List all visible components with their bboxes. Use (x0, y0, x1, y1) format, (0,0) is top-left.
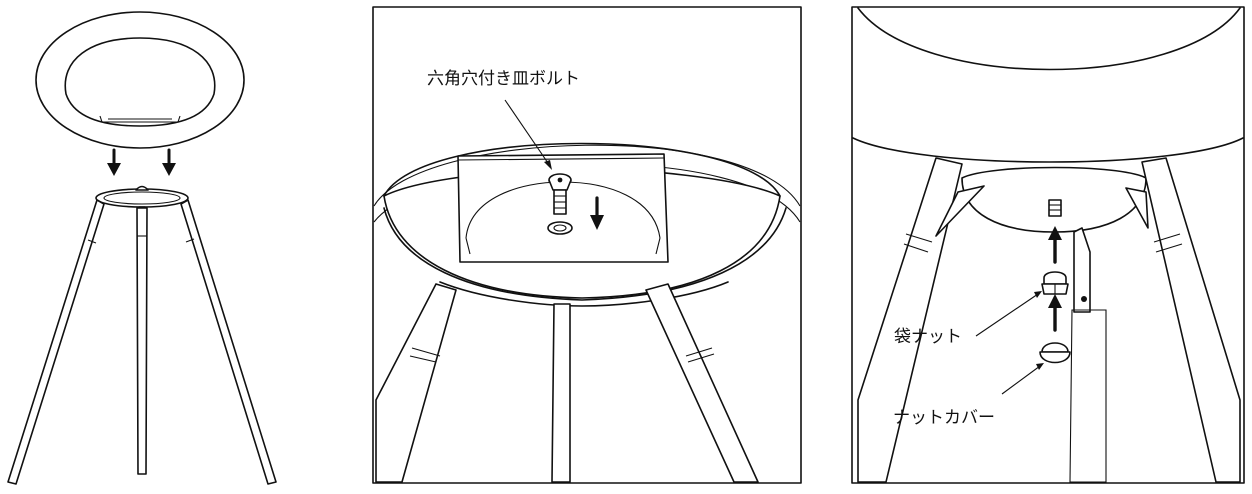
nut-cover-leader (1001, 365, 1041, 395)
label-nut-cover: ナットカバー (893, 408, 995, 428)
tripod-leg-left (7, 199, 105, 485)
panel3-leg-right (1125, 157, 1241, 483)
panel-frame-2 (851, 6, 1245, 484)
bolt-hole (547, 221, 573, 235)
down-arrow-left (107, 148, 121, 176)
label-countersunk-bolt: 六角穴付き皿ボルト (427, 69, 580, 89)
tripod-leg-right (180, 199, 277, 485)
down-arrow-right (162, 148, 176, 176)
panel-overview (7, 11, 277, 485)
cap-nut-leader (975, 293, 1039, 337)
panel3-leg-center (1069, 227, 1107, 483)
down-arrow-bolt (590, 196, 604, 230)
panel-frame (372, 6, 802, 484)
threaded-stud (1048, 199, 1062, 217)
bolt-leader-line (504, 99, 551, 167)
label-cap-nut: 袋ナット (894, 327, 962, 347)
panel-bolt-detail (372, 6, 802, 484)
panel-nut-detail (851, 6, 1245, 484)
cap-nut (1041, 271, 1069, 295)
up-arrow-top (1048, 226, 1062, 264)
seat-bowl (35, 11, 245, 149)
panel2-legs (375, 283, 759, 483)
panel3-leg-left (857, 157, 985, 483)
nut-cover (1039, 342, 1071, 364)
tripod-leg-center (136, 207, 148, 475)
up-arrow-bottom (1048, 294, 1062, 332)
countersunk-bolt (548, 173, 572, 215)
